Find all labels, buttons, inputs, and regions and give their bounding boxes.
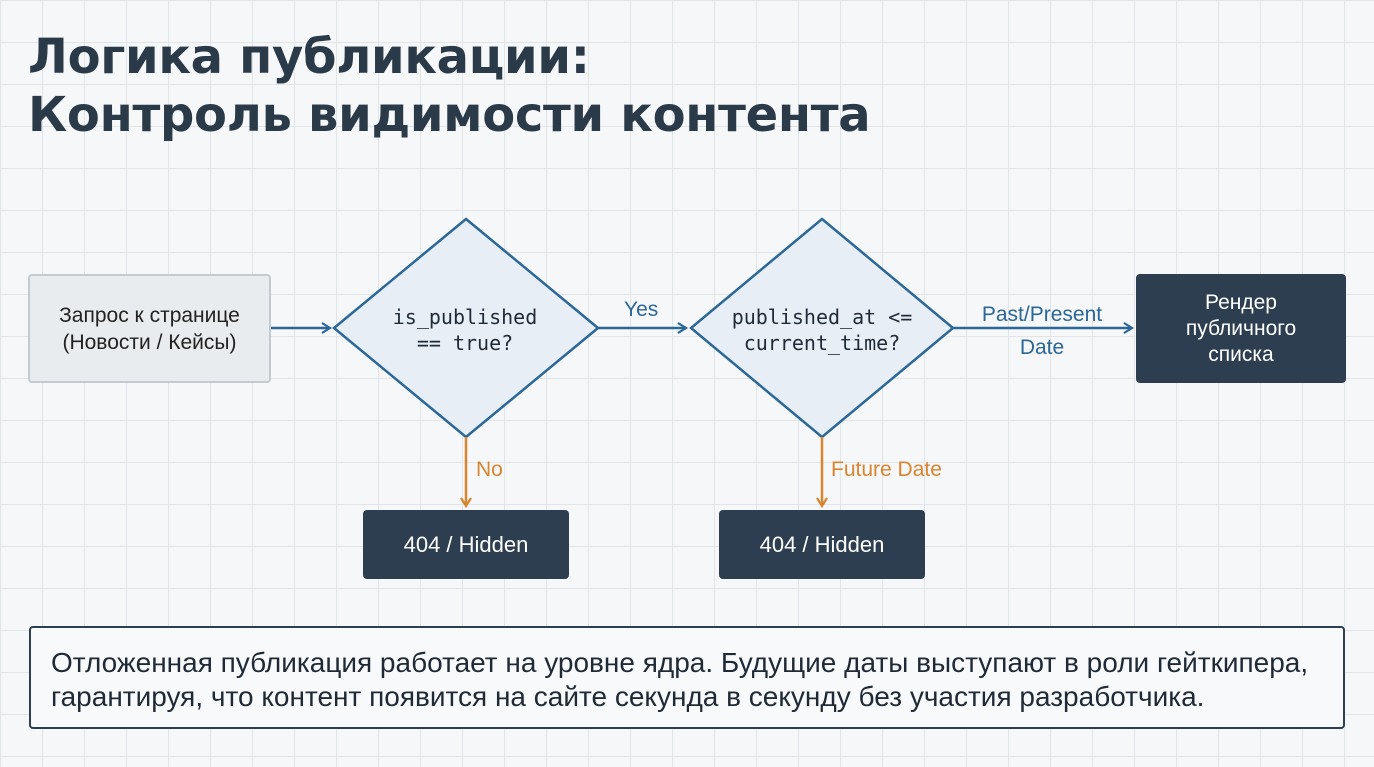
- render-node-line-2: публичного: [1185, 316, 1297, 340]
- edge-label-past-present-line-1: Past/Present: [981, 303, 1103, 326]
- explanation-note-line-2: гарантируя, что контент появится на сайт…: [51, 681, 1205, 712]
- request-node-line-2: (Новости / Кейсы): [62, 330, 237, 354]
- edge-label-yes: Yes: [624, 298, 659, 321]
- decision-date-label: published_at <= current_time?: [712, 304, 932, 356]
- page-title: Логика публикации: Контроль видимости ко…: [28, 28, 871, 144]
- decision-published-line-1: is_published: [392, 305, 538, 329]
- explanation-note: Отложенная публикация работает на уровне…: [29, 626, 1345, 729]
- decision-date-line-1: published_at <=: [731, 305, 913, 329]
- hidden-node-unpublished: 404 / Hidden: [363, 510, 569, 579]
- decision-published-line-2: == true?: [416, 331, 514, 355]
- edge-label-past-present-line-2: Date: [1019, 336, 1065, 359]
- decision-date-line-2: current_time?: [743, 331, 901, 355]
- title-line-2: Контроль видимости контента: [28, 87, 871, 143]
- explanation-note-line-1: Отложенная публикация работает на уровне…: [51, 647, 1309, 678]
- render-public-list-node: Рендер публичного списка: [1136, 274, 1346, 383]
- render-node-line-3: списка: [1208, 342, 1274, 366]
- decision-published-label: is_published == true?: [365, 304, 565, 356]
- request-node-line-1: Запрос к странице: [59, 303, 240, 327]
- hidden-node-unpublished-label: 404 / Hidden: [403, 531, 529, 557]
- request-node: Запрос к странице (Новости / Кейсы): [28, 274, 271, 383]
- render-node-line-1: Рендер: [1205, 290, 1277, 314]
- edge-label-no: No: [476, 458, 503, 481]
- edge-label-future-date: Future Date: [831, 458, 942, 481]
- hidden-node-future: 404 / Hidden: [719, 510, 925, 579]
- title-line-1: Логика публикации:: [28, 29, 590, 85]
- hidden-node-future-label: 404 / Hidden: [759, 531, 885, 557]
- edge-label-past-present: Past/Present Date: [977, 298, 1107, 364]
